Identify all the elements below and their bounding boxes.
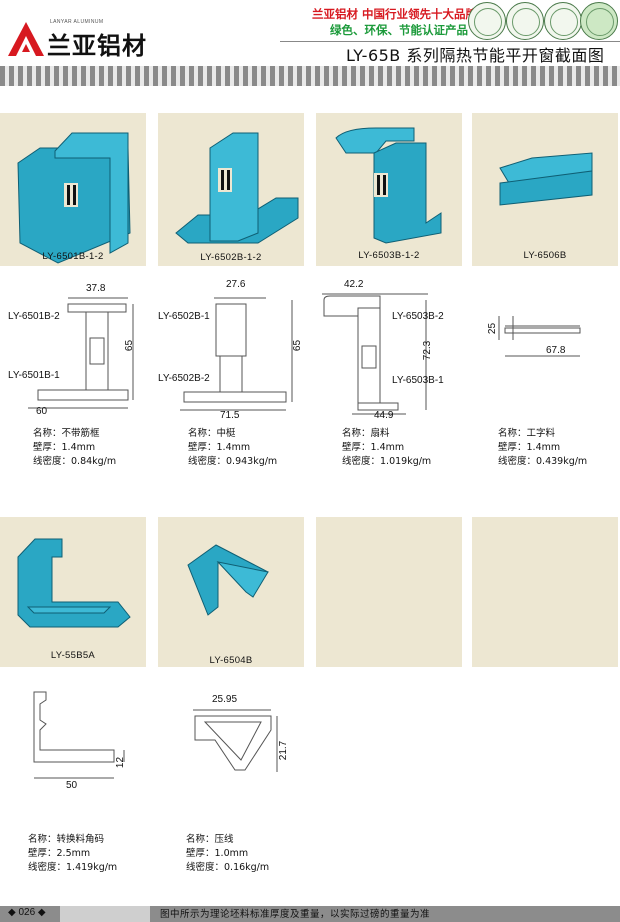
panel-label: LY-6506B	[523, 250, 567, 261]
spec-density: 线密度：0.84kg/m	[33, 456, 117, 467]
panel-label: LY-6504B	[209, 655, 253, 666]
spec-name: 名称：转换料角码	[28, 834, 105, 845]
product-panel: LY-6502B-1-2	[158, 113, 304, 266]
brand-name-cn: 兰亚铝材	[47, 32, 147, 60]
footer-note: 图中所示为理论坯料标准厚度及重量，以实际过磅的重量为准	[160, 909, 431, 920]
product-panel-empty	[316, 517, 462, 667]
certification-seal-icon	[544, 2, 582, 40]
panel-label: LY-6501B-1-2	[42, 251, 104, 262]
product-panel: LY-6503B-1-2	[316, 113, 462, 266]
spec-name: 名称：中梃	[188, 428, 236, 439]
dimension-width: 42.2	[344, 279, 364, 290]
profile-image-icon	[335, 127, 442, 244]
part-label-bottom: LY-6502B-2	[158, 373, 210, 384]
dimension-height: 65	[292, 339, 304, 352]
spec-block: 名称：压线 壁厚：1.0mm 线密度：0.16kg/m	[186, 833, 269, 875]
spec-thickness: 壁厚：1.4mm	[188, 442, 251, 453]
brand-logo-icon	[8, 22, 44, 56]
part-label-bottom: LY-6501B-1	[8, 370, 60, 381]
section-drawing-6503b	[322, 293, 428, 415]
header-stripe-band	[0, 66, 620, 86]
spec-block: 名称：扇料 壁厚：1.4mm 线密度：1.019kg/m	[342, 427, 431, 469]
spec-thickness: 壁厚：1.0mm	[186, 848, 249, 859]
dimension-width: 50	[66, 780, 78, 791]
part-label-bottom: LY-6503B-1	[392, 375, 444, 386]
product-panel: LY-6501B-1-2	[0, 113, 146, 266]
profile-image-icon	[187, 544, 269, 616]
profile-image-icon	[499, 152, 593, 206]
spec-name: 名称：不带筋框	[33, 428, 100, 439]
certification-seal-icon	[580, 2, 618, 40]
product-panel: LY-6506B	[472, 113, 618, 266]
spec-name: 名称：扇料	[342, 428, 390, 439]
spec-block: 名称：中梃 壁厚：1.4mm 线密度：0.943kg/m	[188, 427, 277, 469]
spec-density: 线密度：0.16kg/m	[186, 862, 270, 873]
spec-density: 线密度：1.419kg/m	[28, 862, 118, 873]
dimension-height: 72.3	[422, 340, 434, 361]
dimension-bottom: 60	[36, 406, 48, 417]
footer-accent	[60, 906, 150, 922]
slogan-line-2: 绿色、环保、节能认证产品	[330, 23, 468, 37]
spec-name: 名称：工字料	[498, 428, 556, 439]
profile-image-icon	[17, 132, 131, 264]
part-label-top: LY-6503B-2	[392, 311, 444, 322]
dimension-bottom: 71.5	[220, 410, 240, 421]
panel-label: LY-55B5A	[50, 650, 96, 661]
part-label-top: LY-6501B-2	[8, 311, 60, 322]
dimension-bottom: 44.9	[374, 410, 394, 421]
section-drawing-6506b	[498, 316, 581, 357]
footer-bar	[0, 906, 620, 922]
dimension-width: 25.95	[212, 694, 238, 705]
section-drawing-6501b	[28, 297, 134, 409]
spec-block: 名称：转换料角码 壁厚：2.5mm 线密度：1.419kg/m	[28, 833, 117, 875]
spec-name: 名称：压线	[186, 834, 234, 845]
part-label-top: LY-6502B-1	[158, 311, 210, 322]
brand-name-en: LANYAR ALUMINUM	[50, 19, 104, 25]
certification-seal-icon	[506, 2, 544, 40]
spec-thickness: 壁厚：1.4mm	[342, 442, 405, 453]
dimension-height: 25	[487, 322, 499, 335]
panel-label: LY-6503B-1-2	[358, 250, 420, 261]
spec-density: 线密度：0.439kg/m	[498, 456, 588, 467]
section-drawing-6504b	[193, 709, 278, 772]
profile-image-icon	[175, 132, 299, 244]
dimension-width: 37.8	[86, 283, 106, 294]
product-panel: LY-6504B	[158, 517, 304, 667]
spec-thickness: 壁厚：1.4mm	[33, 442, 96, 453]
dimension-height: 12	[115, 756, 127, 769]
spec-thickness: 壁厚：1.4mm	[498, 442, 561, 453]
header-divider	[280, 41, 620, 42]
section-drawing-6502b	[180, 297, 293, 411]
spec-thickness: 壁厚：2.5mm	[28, 848, 91, 859]
page-title: LY-65B 系列隔热节能平开窗截面图	[346, 46, 605, 65]
spec-block: 名称：不带筋框 壁厚：1.4mm 线密度：0.84kg/m	[33, 427, 116, 469]
spec-density: 线密度：0.943kg/m	[188, 456, 278, 467]
dimension-width: 67.8	[546, 345, 566, 356]
page-number: ◆ 026 ◆	[8, 907, 46, 918]
spec-block: 名称：工字料 壁厚：1.4mm 线密度：0.439kg/m	[498, 427, 587, 469]
dimension-width: 27.6	[226, 279, 246, 290]
dimension-height: 65	[124, 339, 136, 352]
dimension-height: 21.7	[278, 740, 290, 761]
slogan-line-1: 兰亚铝材 中国行业领先十大品牌	[312, 7, 478, 21]
product-panel-empty	[472, 517, 618, 667]
product-panel: LY-55B5A	[0, 517, 146, 667]
certification-badges	[468, 2, 618, 42]
profile-image-icon	[17, 538, 131, 628]
certification-seal-icon	[468, 2, 506, 40]
spec-density: 线密度：1.019kg/m	[342, 456, 432, 467]
section-drawing-55b5a	[33, 691, 125, 779]
panel-label: LY-6502B-1-2	[200, 252, 262, 263]
